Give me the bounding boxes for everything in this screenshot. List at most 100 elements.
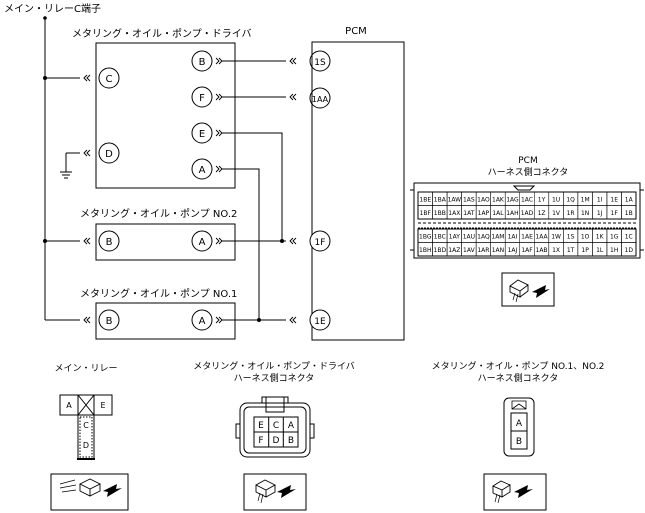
driver-terminal-d xyxy=(98,142,120,164)
pcm-connector-pin-label: 1BF xyxy=(420,210,432,217)
pcm-connector-pin-label: 1BH xyxy=(419,247,431,254)
pcm-connector-cell xyxy=(621,205,637,220)
pcm-label: PCM xyxy=(345,26,367,37)
main-relay-terminal-d: D xyxy=(83,441,89,450)
main-relay-connector xyxy=(59,394,113,460)
pump-connector-terminal-b: B xyxy=(516,437,522,447)
pcm-connector-pin-label: 1C xyxy=(625,234,633,241)
pcm-connector-pin-label: 1AN xyxy=(492,247,504,254)
pump-no2-terminal-b-label: B xyxy=(106,237,113,248)
pcm-connector-pin-label: 1AV xyxy=(463,247,476,254)
pcm-connector-pin-label: 1X xyxy=(552,247,560,254)
pcm-connector-pin-label: 1AR xyxy=(477,247,489,254)
driver-terminal-e-label: E xyxy=(199,129,205,140)
pump-connector-subtitle: ハーネス側コネクタ xyxy=(478,372,559,384)
pcm-connector-pin-label: 1BA xyxy=(434,197,447,204)
driver-connector-top-2: C xyxy=(273,421,279,431)
pcm-connector-pin-label: 1B xyxy=(625,210,633,217)
pcm-connector-pin-label: 1AD xyxy=(521,210,534,217)
pump-connector-view-icon xyxy=(483,473,547,511)
driver-terminal-b xyxy=(191,50,213,72)
driver-connector-view-icon xyxy=(243,473,307,511)
pcm-terminal-1f-label: 1F xyxy=(315,238,326,248)
pcm-connector-pin-label: 1Q xyxy=(566,197,575,204)
main-relay-c-terminal-label: メイン・リレーC端子 xyxy=(4,2,101,15)
pcm-connector-pin-label: 1AC xyxy=(521,197,533,204)
pcm-connector-pin-label: 1AY xyxy=(449,234,460,241)
pcm-connector-pin-label: 1AW xyxy=(448,197,462,204)
pump-connector-title: メタリング・オイル・ポンプ NO.1、NO.2 xyxy=(432,360,605,372)
driver-terminal-c xyxy=(98,67,120,89)
pcm-connector-pin-label: 1AS xyxy=(463,197,475,204)
pcm-connector-pin-label: 1AA xyxy=(535,234,548,241)
pump-no2-terminal-a-label: A xyxy=(199,237,206,248)
pcm-connector-pin-label: 1AF xyxy=(521,247,533,254)
pcm-terminal-1e xyxy=(309,309,331,331)
pcm-connector-pin-label: 1AT xyxy=(463,210,474,217)
pcm-connector-pin-label: 1BD xyxy=(434,247,447,254)
pcm-connector-pin-label: 1AK xyxy=(492,197,505,204)
pcm-connector-subtitle: ハーネス側コネクタ xyxy=(488,166,569,178)
pcm-connector-pin-label: 1AI xyxy=(508,234,518,241)
pcm-connector-pin-label: 1W xyxy=(551,234,561,241)
pcm-connector-pin-label: 1E xyxy=(610,197,618,204)
pcm-connector-pin-label: 1AO xyxy=(477,197,490,204)
pcm-connector-pin-label: 1D xyxy=(625,247,634,254)
pcm-connector-pin-label: 1H xyxy=(610,247,618,254)
pcm-connector-pin-label: 1AE xyxy=(521,234,533,241)
driver-connector-title: メタリング・オイル・ポンプ・ドライバ xyxy=(193,360,355,372)
driver-connector-top-3: A xyxy=(288,421,295,431)
driver-terminal-a xyxy=(191,158,213,180)
pump-no1-terminal-a-label: A xyxy=(199,316,206,327)
pcm-terminal-1s xyxy=(309,50,331,72)
pcm-connector-pin-label: 1AJ xyxy=(508,247,518,254)
driver-terminal-f-label: F xyxy=(199,93,205,104)
pcm-terminal-1e-label: 1E xyxy=(314,317,326,327)
pcm-connector-pin-label: 1S xyxy=(567,234,575,241)
pcm-connector-pin-label: 1AZ xyxy=(448,247,460,254)
driver-connector-subtitle: ハーネス側コネクタ xyxy=(234,372,315,384)
pcm-connector-pin-label: 1P xyxy=(581,247,589,254)
pcm-connector-pin-label: 1AM xyxy=(491,234,504,241)
driver-box xyxy=(95,42,236,189)
pcm-connector-pin-label: 1Y xyxy=(538,197,546,204)
pump-no2-terminal-b xyxy=(98,230,120,252)
pcm-connector-pin-label: 1T xyxy=(567,247,575,254)
pcm-connector-pin-label: 1O xyxy=(581,234,590,241)
pcm-connector-pin-label: 1R xyxy=(567,210,575,217)
pcm-connector-pin-label: 1BE xyxy=(419,197,431,204)
main-relay-terminal-c: C xyxy=(83,421,89,430)
ground-symbol xyxy=(60,153,72,179)
pcm-connector-pin-label: 1V xyxy=(552,210,561,217)
pcm-connector-pin-label: 1N xyxy=(581,210,589,217)
pcm-terminal-1aa-label: 1AA xyxy=(312,95,329,104)
pcm-connector-cell xyxy=(621,242,637,257)
pcm-terminal-1s-label: 1S xyxy=(314,58,326,68)
pcm-box xyxy=(311,41,405,341)
pcm-connector-pin-label: 1A xyxy=(625,197,634,204)
pump-no2-terminal-a xyxy=(191,230,213,252)
pump-no1-terminal-a xyxy=(191,309,213,331)
pcm-connector-pin-label: 1Z xyxy=(538,210,546,217)
pump-no2-label: メタリング・オイル・ポンプ NO.2 xyxy=(80,207,237,220)
pcm-connector-pin-label: 1K xyxy=(596,234,605,241)
pcm-connector-pin-label: 1BG xyxy=(419,234,432,241)
main-relay-connector-view-icon xyxy=(50,473,129,511)
pcm-connector-view-icon xyxy=(501,272,555,307)
pcm-connector-pin-label: 1F xyxy=(611,210,619,217)
pcm-connector-pin-label: 1BC xyxy=(434,234,446,241)
pump-connector-terminal-a: A xyxy=(516,419,523,429)
driver-terminal-c-label: C xyxy=(106,74,113,85)
pump-no1-terminal-b xyxy=(98,309,120,331)
pcm-connector-pin-label: 1AG xyxy=(506,197,519,204)
pcm-terminal-1aa xyxy=(309,87,331,109)
pcm-terminal-1f xyxy=(309,230,331,252)
pcm-connector-pin-label: 1BB xyxy=(434,210,446,217)
pcm-connector-pin-label: 1J xyxy=(597,210,603,217)
pcm-connector-pin-label: 1AB xyxy=(536,247,548,254)
pump-no1-label: メタリング・オイル・ポンプ NO.1 xyxy=(80,287,237,300)
pcm-connector-pin-label: 1AX xyxy=(448,210,460,217)
pcm-connector-pin-label: 1M xyxy=(581,197,590,204)
